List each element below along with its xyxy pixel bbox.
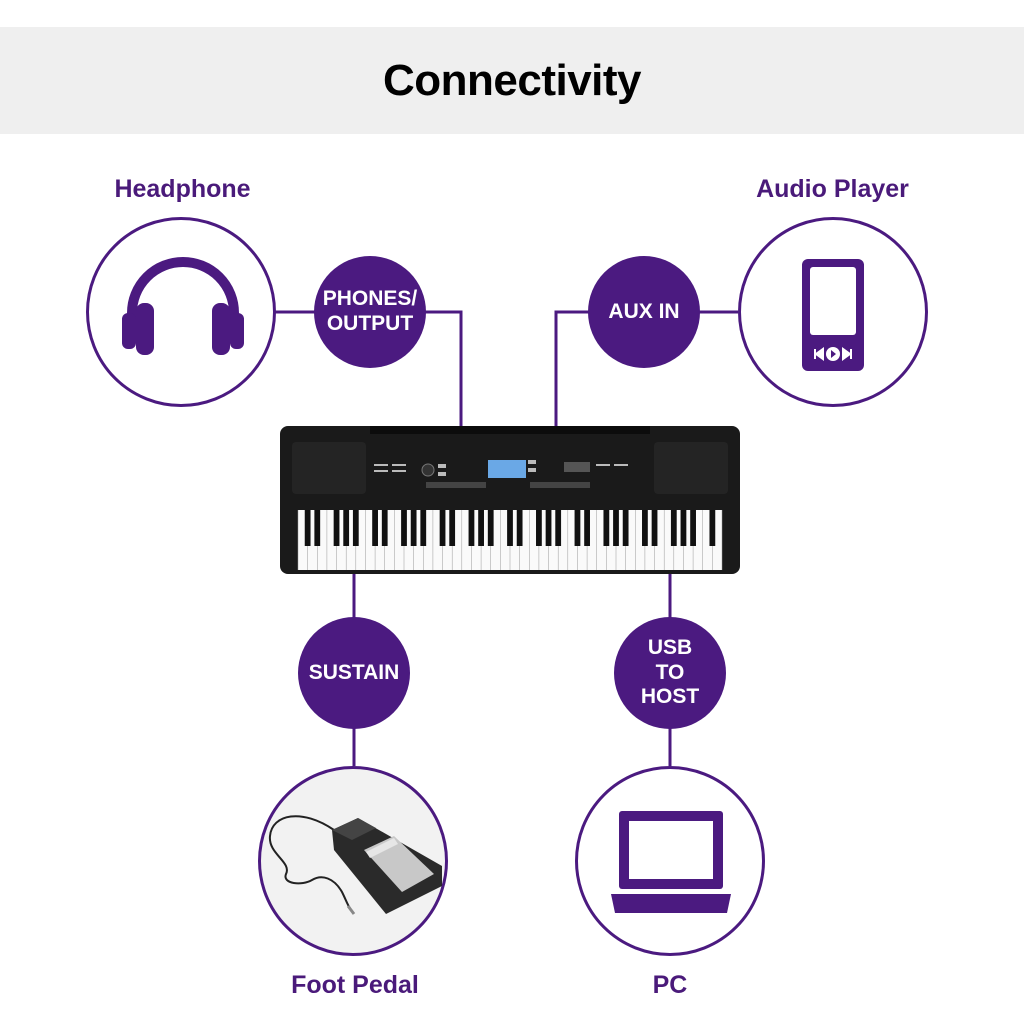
audio-player-icon	[801, 258, 865, 372]
device-label-headphone: Headphone	[100, 175, 265, 204]
laptop-icon	[609, 810, 733, 914]
device-label-pc: PC	[620, 971, 720, 1000]
headphones-icon	[118, 255, 248, 365]
foot-pedal-icon	[262, 810, 442, 920]
device-label-audio-player: Audio Player	[740, 175, 925, 204]
port-label: USB TO HOST	[641, 636, 699, 710]
port-phones-output: PHONES/ OUTPUT	[314, 256, 426, 368]
keyboard-image	[278, 424, 742, 576]
port-aux-in: AUX IN	[588, 256, 700, 368]
device-label-foot-pedal: Foot Pedal	[270, 971, 440, 1000]
port-label: PHONES/ OUTPUT	[323, 287, 418, 337]
port-label: SUSTAIN	[309, 661, 400, 686]
port-usb-to-host: USB TO HOST	[614, 617, 726, 729]
port-label: AUX IN	[608, 300, 679, 325]
port-sustain: SUSTAIN	[298, 617, 410, 729]
